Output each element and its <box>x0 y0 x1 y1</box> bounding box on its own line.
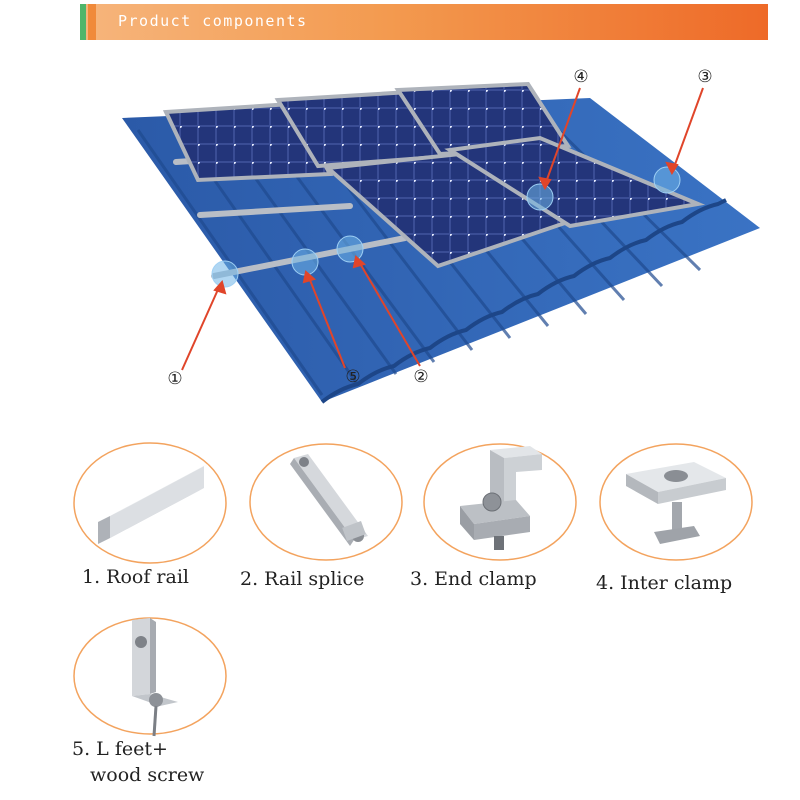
caption-inter-clamp: 4. Inter clamp <box>596 572 733 594</box>
caption-rail-splice: 2. Rail splice <box>240 568 365 590</box>
caption-l-feet-line1: 5. L feet+ <box>72 738 168 760</box>
callout-label-5: ⑤ <box>345 367 361 387</box>
caption-l-feet-line2: wood screw <box>90 764 205 786</box>
banner-title: Product components <box>118 12 308 30</box>
callout-label-1: ① <box>167 369 183 389</box>
product-end-clamp-image <box>420 440 580 565</box>
callout-label-3: ③ <box>697 67 713 87</box>
solar-panels <box>162 81 706 269</box>
caption-roof-rail: 1. Roof rail <box>82 566 189 588</box>
product-inter-clamp-image <box>596 440 756 565</box>
product-roof-rail-image <box>70 438 230 568</box>
banner-accent-orange <box>88 4 96 40</box>
caption-end-clamp: 3. End clamp <box>410 568 537 590</box>
callout-label-2: ② <box>413 367 429 387</box>
highlight-circles <box>211 166 681 288</box>
callout-label-4: ④ <box>573 67 589 87</box>
banner-accent-green <box>80 4 86 40</box>
roof-wavy-edge <box>320 198 727 404</box>
section-banner: Product components <box>80 4 768 40</box>
roof-illustration <box>122 81 760 404</box>
product-rail-splice-image <box>246 440 406 565</box>
product-l-feet-image <box>70 614 230 739</box>
callout-arrows <box>181 87 704 371</box>
